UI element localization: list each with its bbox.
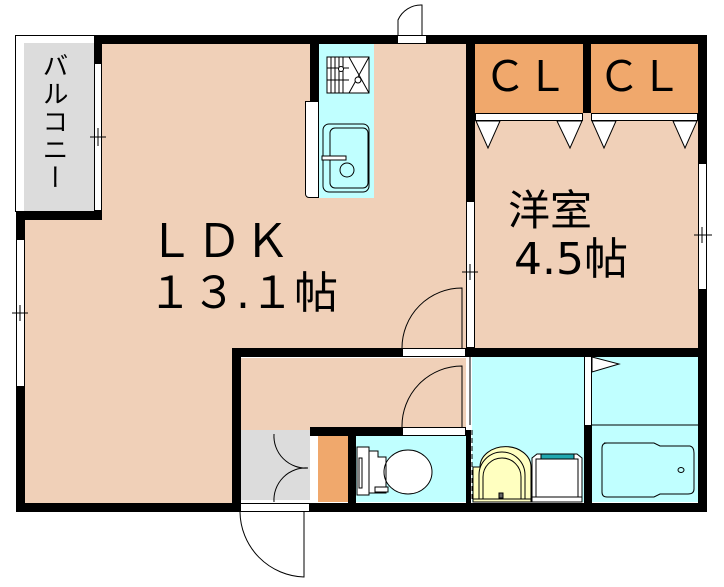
ldk-area-lower: [24, 211, 466, 351]
wall-western-left: [466, 43, 475, 201]
wall-right: [698, 35, 707, 163]
wall-balcony-bottom: [16, 211, 102, 220]
wall-bottom: [16, 503, 240, 512]
balcony-area: [24, 43, 94, 211]
wall-balcony-right: [94, 35, 102, 63]
wall-bath-left: [584, 426, 592, 512]
wall-closet-divider: [583, 43, 591, 113]
balcony-frame: [15, 35, 95, 212]
closet-door-track-1: [475, 113, 583, 121]
ldk-name-label: ＬＤＫ: [148, 214, 292, 268]
closet-2-label: ＣＬ: [598, 52, 683, 101]
western-room-size-label: 4.5帖: [514, 234, 628, 285]
closet-1-area: [475, 43, 583, 113]
door-gap-entrance: [240, 503, 310, 512]
western-room-area: [474, 113, 698, 349]
wall-toilet-right: [466, 430, 471, 512]
door-gap-hall: [402, 348, 466, 357]
wall-toilet-top: [310, 427, 402, 436]
door-swing-shoe: [273, 433, 309, 503]
wall-left-lower: [16, 211, 25, 239]
door-gap-toilet: [402, 427, 466, 436]
ldk-area-left: [24, 351, 232, 503]
ldk-size-label: １３.１帖: [148, 268, 338, 319]
closet-2-area: [591, 43, 698, 113]
door-swing-top: [397, 4, 423, 35]
wall-right-lower: [698, 290, 707, 512]
door-swing-entrance: [239, 511, 305, 578]
bath-door-track: [584, 356, 592, 426]
wall-top: [94, 35, 698, 44]
closet-1-label: ＣＬ: [484, 52, 569, 101]
kitchen-wall-end: [305, 101, 319, 198]
shoe-cabinet: [318, 436, 348, 502]
hallway-area: [240, 358, 466, 430]
wall-shoe-right: [348, 436, 356, 503]
western-room-name-label: 洋室: [508, 186, 593, 235]
wall-hall-left: [232, 348, 241, 512]
wall-left-bottom: [16, 387, 25, 512]
entrance-area: [240, 430, 310, 500]
balcony-label: バルコニー: [38, 52, 68, 192]
wall-bottom-right: [310, 503, 707, 512]
door-swing-toilet: [401, 365, 463, 428]
ldk-area-upper: [102, 43, 466, 211]
wall-western-bottom: [466, 348, 707, 357]
wall-kitchen: [310, 43, 319, 101]
bathroom-area: [592, 356, 698, 502]
wall-hall-top: [232, 348, 402, 357]
door-gap-top: [397, 35, 427, 44]
window-western-right: [698, 163, 707, 290]
door-swing-hall: [401, 287, 463, 349]
closet-door-track-2: [591, 113, 698, 121]
